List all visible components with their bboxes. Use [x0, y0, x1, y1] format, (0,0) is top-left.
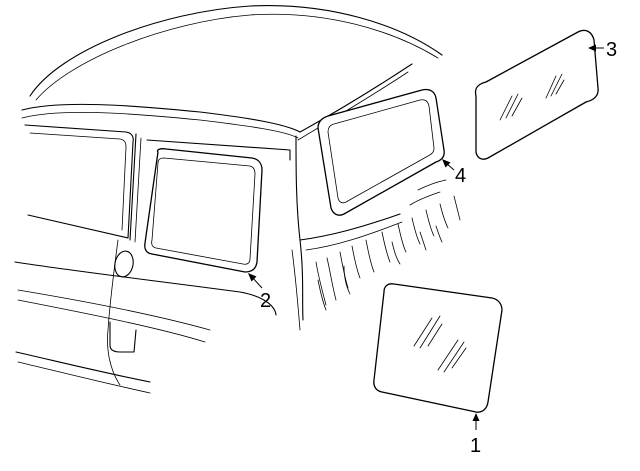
callout-4: 4: [442, 159, 466, 187]
callout-label-3: 3: [606, 39, 617, 61]
callout-label-1: 1: [470, 435, 481, 457]
side-window-glass-2: [144, 148, 263, 273]
callout-label-2: 2: [260, 290, 271, 312]
van-body: [14, 5, 461, 394]
quarter-window-glass-4: [317, 88, 445, 216]
callout-2: 2: [248, 273, 271, 312]
callout-1: 1: [470, 413, 481, 457]
loose-side-glass-1: [373, 283, 503, 413]
callout-label-4: 4: [455, 165, 466, 187]
callout-3: 3: [588, 39, 617, 61]
loose-quarter-glass-3: [474, 29, 599, 160]
